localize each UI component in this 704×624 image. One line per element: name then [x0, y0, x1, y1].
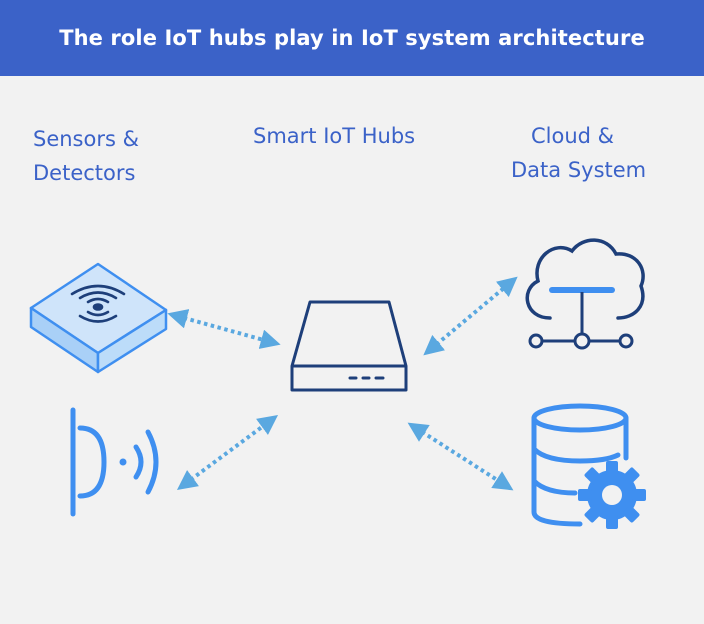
cloud-network-icon	[525, 238, 645, 350]
cloud-label-line1: Cloud &	[531, 124, 615, 148]
hubs-label-line1: Smart IoT Hubs	[253, 124, 416, 148]
database-gear-icon	[531, 403, 629, 527]
sensors-label-line1: Sensors &	[33, 127, 139, 151]
sensors-label: Sensors & Detectors	[33, 122, 139, 190]
arrow-hub-to-database	[407, 422, 514, 491]
hubs-label: Smart IoT Hubs	[253, 119, 415, 153]
sensors-label-line2: Detectors	[33, 161, 136, 185]
cloud-label-line2: Data System	[511, 158, 647, 182]
gear-icon	[578, 461, 646, 529]
arrow-hub-to-cloud	[423, 276, 518, 356]
wireless-sensor-box-icon	[29, 262, 168, 374]
signal-detector-icon	[70, 407, 159, 517]
arrow-sensor-box-to-hub	[167, 309, 281, 349]
cloud-label: Cloud & Data System	[511, 119, 646, 187]
header-bar: The role IoT hubs play in IoT system arc…	[0, 0, 704, 76]
page-title: The role IoT hubs play in IoT system arc…	[59, 26, 645, 50]
iot-hub-device-icon	[290, 300, 408, 392]
arrow-detector-to-hub	[176, 415, 279, 490]
